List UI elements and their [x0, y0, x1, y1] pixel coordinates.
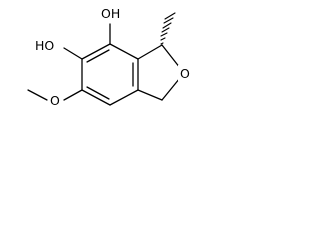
- atom-oh-left: HO: [34, 37, 60, 54]
- atom-o-methoxy: O: [49, 92, 63, 108]
- dihydrofuran-ring: [137, 44, 185, 101]
- bond-c8-c5: [137, 89, 163, 101]
- bond-c2-oh: [63, 47, 83, 60]
- bond-c6-c7: [137, 44, 163, 60]
- label-o-ring: O: [180, 66, 190, 81]
- atom-o-ring: O: [178, 65, 192, 81]
- label-oh-left: HO: [35, 38, 54, 53]
- methyl-hashed-wedge: [160, 12, 176, 45]
- bond-c3-c4: [81, 89, 111, 106]
- label-oh-top: OH: [101, 6, 120, 21]
- double-bond-c1-c2: [86, 49, 110, 63]
- molecule-structure: OH HO O O: [27, 5, 192, 108]
- label-o-methoxy: O: [50, 93, 60, 108]
- bond-c6-c1: [109, 43, 139, 60]
- double-bond-c3-c4: [86, 86, 110, 100]
- bond-c3-omethoxy: [63, 89, 83, 101]
- bond-c1-c2: [81, 43, 111, 60]
- bond-c4-c5: [109, 89, 139, 106]
- atom-oh-top: OH: [100, 5, 123, 22]
- bond-omethoxy-ch3: [27, 89, 48, 101]
- benzene-ring: [81, 43, 139, 106]
